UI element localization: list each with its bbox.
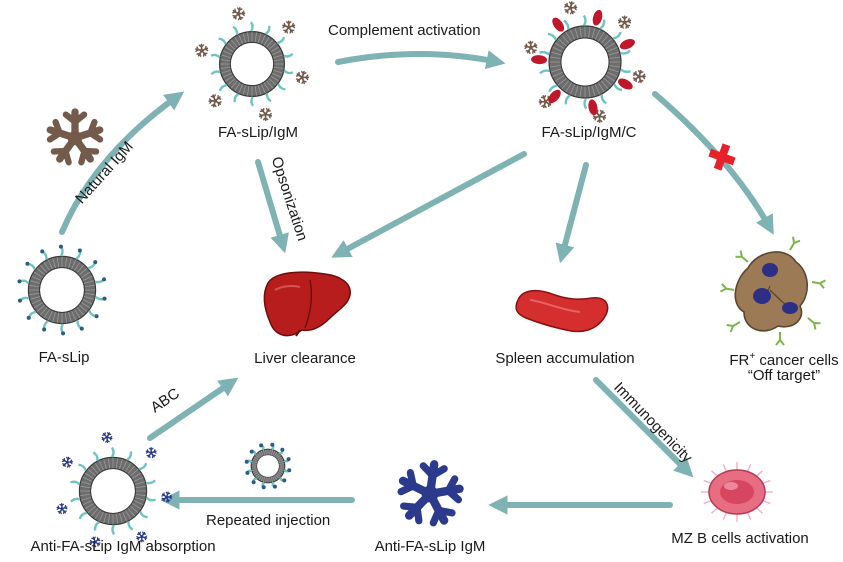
repeated-injection-label: Repeated injection [206,512,331,529]
complement-activation-label: Complement activation [328,22,481,39]
cancer-label-rest: cancer cells [755,352,839,369]
spleen-icon [515,289,609,333]
cancer-label-fr: FR [729,352,750,369]
liposome-small-icon [244,442,292,490]
arrow-natural-igm [59,91,185,235]
liver-clearance-label: Liver clearance [254,350,356,367]
block-cross-icon [708,143,736,171]
cancer-label-sup: + [749,351,756,362]
liposome-fa-slip-igm-icon [195,7,310,122]
natural-igm-icon [46,108,104,166]
fa-slip-igm-c-label: FA-sLip/IgM/C [541,124,637,141]
spleen-accumulation-label: Spleen accumulation [495,350,635,367]
off-target-label: “Off target” [747,367,821,384]
arrow-opsonization [255,159,289,254]
liposome-fa-slip-icon [17,244,107,336]
mz-b-cells-label: MZ B cells activation [671,530,809,547]
arrow-off-target [652,91,774,235]
cancer-cells-label: FR+ cancer cells [729,348,838,370]
arrow-to-spleen [555,162,589,264]
arrow-complement [335,50,506,70]
fa-slip-label: FA-sLip [38,349,90,366]
mz-b-cell-icon [701,462,773,522]
arrow-immunogenicity [593,377,694,478]
cancer-cells-icon [720,236,826,346]
liposome-fa-slip-igm-c-icon [524,1,646,123]
anti-igm-icon [397,460,464,527]
fa-slip-igm-label: FA-sLip/IgM [217,124,299,141]
arrow-abc [147,377,239,441]
arrow-to-liver [331,151,527,258]
liver-icon [263,271,351,337]
anti-igm-label: Anti-FA-sLip IgM [374,538,486,555]
absorption-label: Anti-FA-sLip IgM absorption [30,538,216,555]
liposome-anti-igm-absorption-icon [56,431,173,548]
